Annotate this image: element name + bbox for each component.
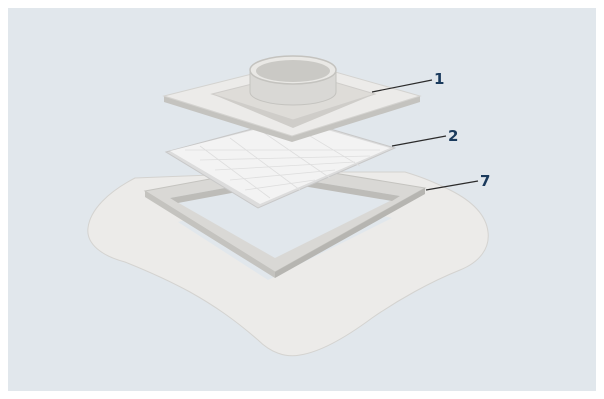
callout-7-label: 7 (480, 172, 490, 190)
filter-mesh-sheet (164, 117, 397, 209)
callout-2-label: 2 (448, 127, 458, 145)
callout-7-leader (425, 180, 479, 191)
duct-adapter-plate (162, 55, 422, 142)
plate-boss-shadow (212, 94, 375, 128)
callout-2-leader (391, 135, 447, 147)
mesh-texture (185, 123, 380, 199)
callout-1-leader (371, 79, 433, 93)
frame-opening (170, 177, 400, 258)
collar-opening (256, 60, 330, 82)
frame-right-side (275, 188, 425, 278)
base-frame-gasket (87, 164, 489, 357)
callout-1-label: 1 (434, 70, 444, 88)
mesh-surface (170, 120, 390, 204)
frame-left-side (145, 191, 275, 278)
